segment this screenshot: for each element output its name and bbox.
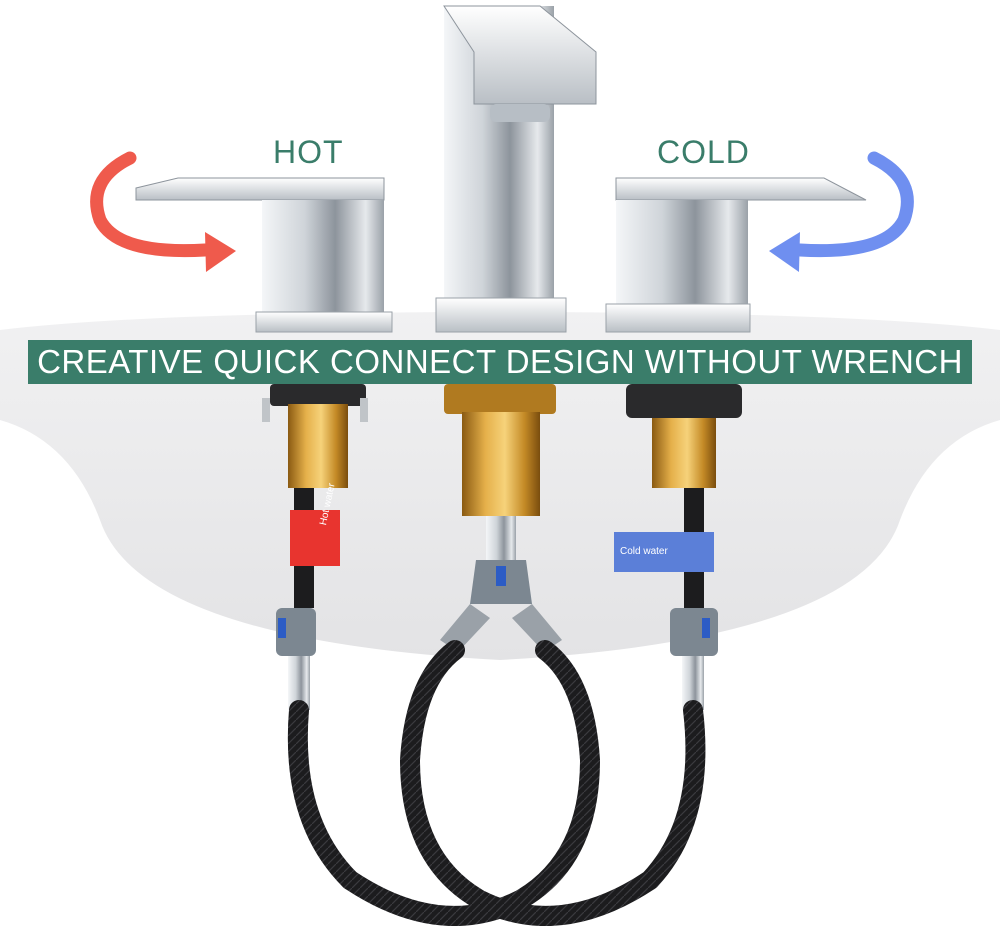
cold-arrow-head-icon: [769, 232, 800, 272]
hot-arrow-icon: [90, 151, 212, 258]
cold-arrow-icon: [793, 151, 914, 258]
cold-water-tag: Cold water: [620, 546, 668, 557]
cold-label: COLD: [657, 134, 750, 170]
spout: [435, 5, 597, 333]
hot-handle: [135, 177, 393, 333]
banner-bar: [28, 340, 972, 384]
left-hose: [287, 640, 601, 926]
banner-text: CREATIVE QUICK CONNECT DESIGN WITHOUT WR…: [37, 343, 963, 380]
cold-handle: [605, 177, 867, 333]
hot-valve: [262, 384, 368, 710]
center-valve: [440, 384, 562, 652]
hot-arrow-head-icon: [205, 232, 236, 272]
right-hose: [399, 640, 706, 926]
cold-valve: [614, 384, 742, 710]
hot-label: HOT: [273, 134, 344, 170]
